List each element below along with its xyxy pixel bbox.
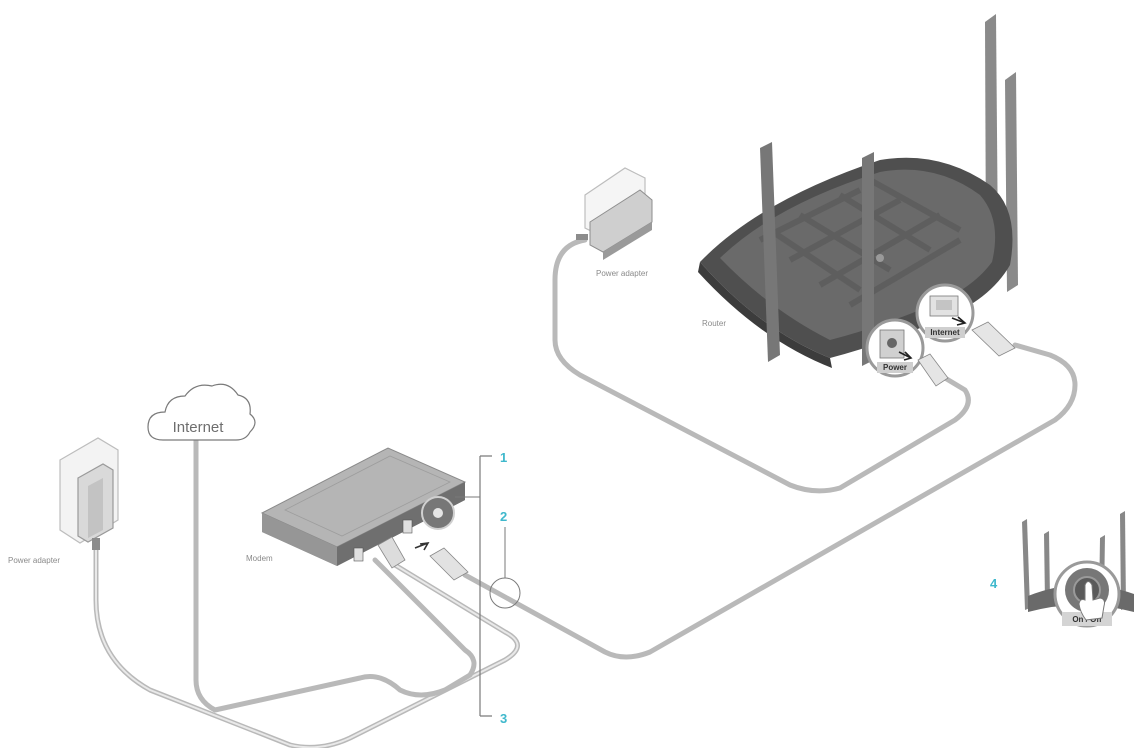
hand-pointer-icon (1078, 581, 1105, 621)
router-power-plug (917, 353, 949, 387)
power-adapter-left-label: Power adapter (8, 556, 60, 565)
modem: Modem (246, 447, 469, 581)
step-1-label: 1 (500, 450, 507, 465)
step-3-label: 3 (500, 711, 507, 726)
power-adapter-right: Power adapter (576, 167, 653, 278)
router-label: Router (702, 319, 726, 328)
router-internet-port-label: Internet (930, 328, 960, 337)
internet-cloud: Internet (147, 383, 256, 441)
router: Router Power Internet (698, 14, 1018, 387)
modem-cable-plugs (377, 536, 469, 581)
router-internet-plug (971, 321, 1016, 357)
power-adapter-icon (59, 437, 119, 550)
modem-label: Modem (246, 554, 273, 563)
cables (93, 237, 1078, 748)
step-4-power-on: 4 On / Off (990, 511, 1134, 628)
power-adapter-icon (576, 167, 653, 260)
step-2-highlight-circle (489, 577, 521, 609)
cable-modem-to-router (462, 342, 1078, 660)
router-internet-port-zoom: Internet (915, 283, 975, 343)
cable-router-power (552, 237, 971, 494)
step-4-label: 4 (990, 576, 998, 591)
cloud-icon (147, 383, 256, 441)
cable-internet-to-modem (193, 437, 477, 713)
power-adapter-right-label: Power adapter (596, 269, 648, 278)
router-power-port-label: Power (883, 363, 907, 372)
power-adapter-left: Power adapter (8, 437, 119, 565)
modem-icon (260, 447, 467, 566)
cable-left-power-adapter-highlight (95, 549, 519, 748)
router-power-port-zoom: Power (865, 318, 925, 378)
cloud-label: Internet (173, 419, 225, 436)
step-brackets: 1 2 3 (455, 450, 521, 726)
step-2-label: 2 (500, 509, 507, 524)
